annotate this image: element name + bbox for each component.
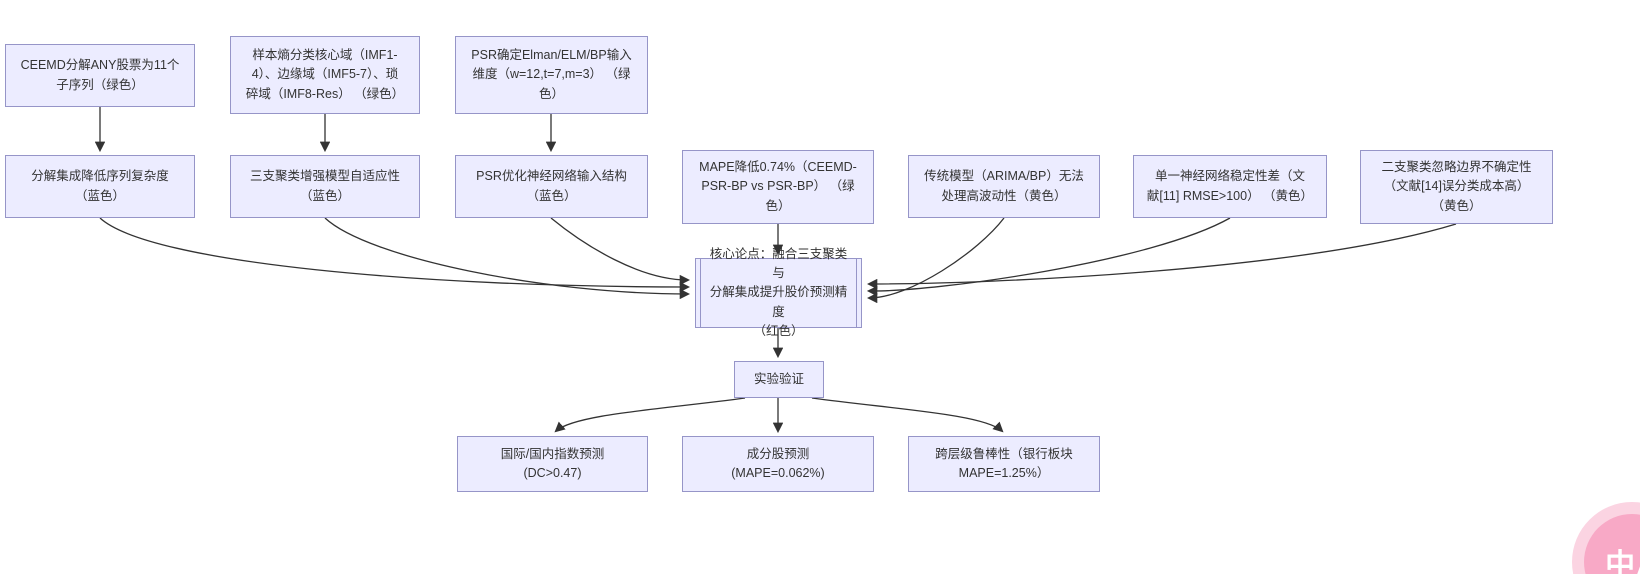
translate-badge-icon: 中A: [1584, 514, 1640, 574]
node-constituent-stock-prediction: 成分股预测 (MAPE=0.062%): [682, 436, 874, 492]
node-three-way-clustering-adaptivity: 三支聚类增强模型自适应性 （蓝色）: [230, 155, 420, 218]
edge-g-core: [866, 223, 1457, 290]
node-core-thesis: 核心论点：融合三支聚类与 分解集成提升股价预测精度 （红色）: [695, 247, 862, 338]
edge-exp-v3: [811, 397, 1004, 433]
edge-c2-core: [550, 217, 691, 286]
edge-e-core: [866, 217, 1005, 304]
edge-exp-v1: [554, 397, 746, 433]
node-cross-level-robustness: 跨层级鲁棒性（银行板块 MAPE=1.25%）: [908, 436, 1100, 492]
node-experiment-validation: 实验验证: [734, 361, 824, 398]
node-decomposition-reduces-complexity: 分解集成降低序列复杂度 （蓝色）: [5, 155, 195, 218]
edge-b2-core: [324, 217, 691, 300]
edge-a2-core: [99, 217, 691, 293]
node-two-way-clustering-limitation: 二支聚类忽略边界不确定性 （文献[14]误分类成本高） （黄色）: [1360, 150, 1553, 224]
node-psr-optimizes-input-structure: PSR优化神经网络输入结构 （蓝色）: [455, 155, 648, 218]
node-sample-entropy-domains: 样本熵分类核心域（IMF1- 4）、边缘域（IMF5-7）、琐 碎域（IMF8-…: [230, 36, 420, 114]
edge-f-core: [866, 217, 1231, 297]
node-psr-input-dimension: PSR确定Elman/ELM/BP输入 维度（w=12,t=7,m=3） （绿 …: [455, 36, 648, 114]
node-single-network-instability: 单一神经网络稳定性差（文 献[11] RMSE>100） （黄色）: [1133, 155, 1327, 218]
translate-badge[interactable]: 中A: [1572, 502, 1640, 574]
node-traditional-model-limitation: 传统模型（ARIMA/BP）无法 处理高波动性（黄色）: [908, 155, 1100, 218]
node-ceemd-decompose: CEEMD分解ANY股票为11个 子序列（绿色）: [5, 44, 195, 107]
node-index-prediction: 国际/国内指数预测 (DC>0.47): [457, 436, 648, 492]
node-mape-reduction: MAPE降低0.74%（CEEMD- PSR-BP vs PSR-BP） （绿 …: [682, 150, 874, 224]
